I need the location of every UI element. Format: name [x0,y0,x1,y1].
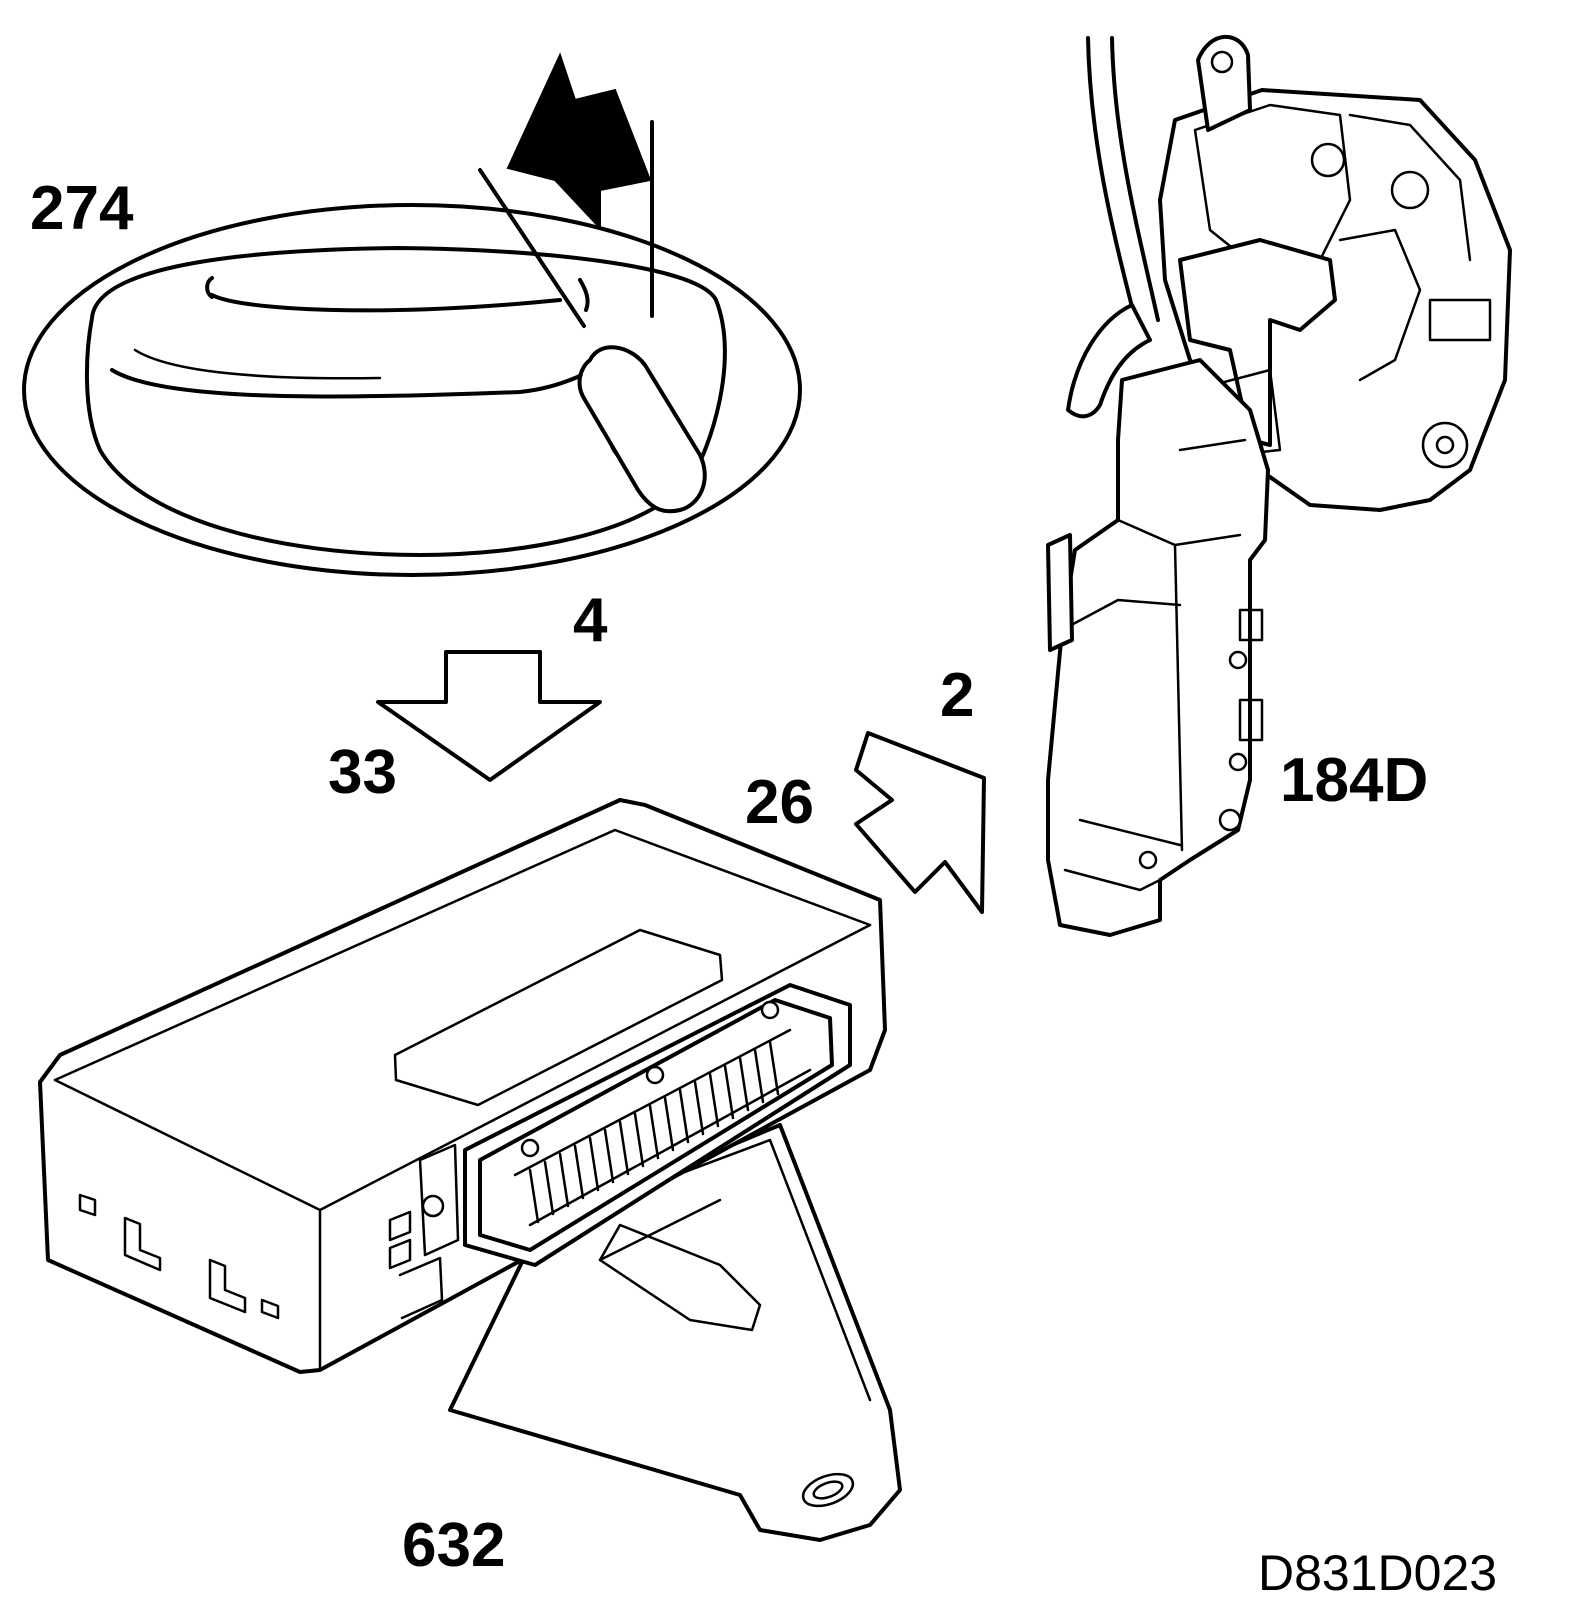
arrow-down-icon [376,650,602,782]
door-lock-mechanism [1046,34,1512,937]
door-handle-illustration [22,52,802,577]
callout-handle: 274 [30,174,134,243]
callout-step-b: 33 [328,738,397,807]
arrow-up-right-icon [854,731,986,914]
callout-step-d: 26 [745,768,814,837]
control-module [38,798,902,1542]
connector-pins [528,1040,780,1224]
callout-step-a: 4 [573,586,608,655]
callout-step-c: 2 [940,661,975,730]
figure-code: D831D023 [1258,1545,1498,1601]
callout-module: 632 [402,1511,506,1580]
callout-lock: 184D [1280,746,1429,815]
